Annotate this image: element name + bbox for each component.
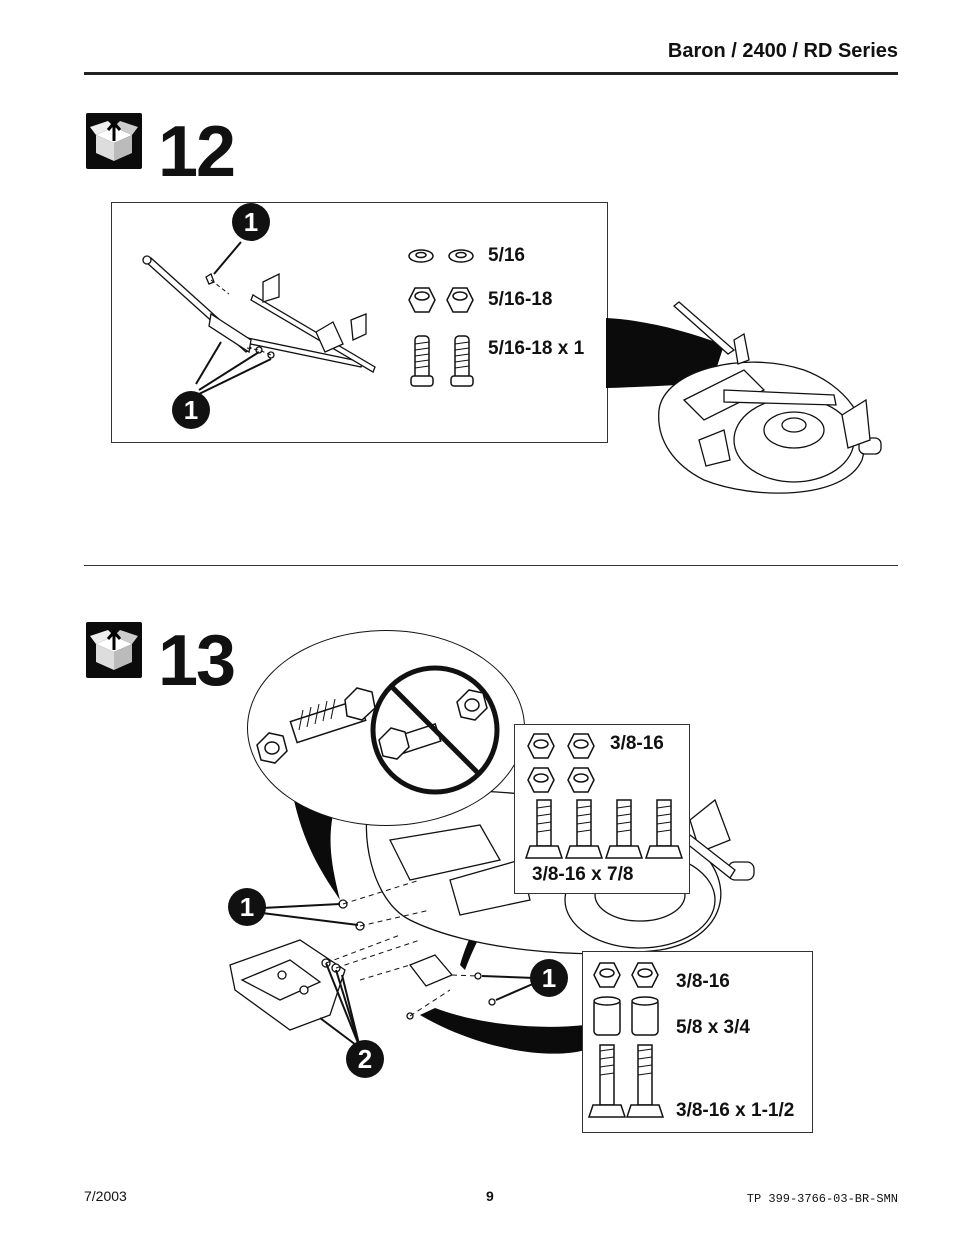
part-label-spacer: 5/8 x 3/4 [676,1017,750,1038]
callout-1: 1 [232,203,270,241]
mower-deck-overview-drawing [606,301,882,494]
part-label-nut: 5/16-18 [488,289,553,310]
part-label-nut: 3/8-16 [610,733,664,754]
step-number-12: 12 [158,112,236,192]
parts-box-icon [86,113,142,169]
step-12-hardware-icons [408,249,474,387]
page-number: 9 [486,1188,494,1204]
open-box-icon [90,120,138,161]
parts-box-a-hardware-icons [524,733,684,859]
parts-box-b-hardware-icons [587,962,665,1118]
correct-vs-incorrect-bolt-detail [256,665,500,795]
parts-box-icon [86,622,142,678]
step-number-13: 13 [158,621,236,701]
part-label-bolt: 5/16-18 x 1 [488,338,585,359]
document-title: Baron / 2400 / RD Series [667,40,898,62]
callout-1: 1 [530,959,568,997]
header-rule [84,72,898,75]
part-label-nut: 3/8-16 [676,971,730,992]
footer-date: 7/2003 [84,1188,127,1204]
part-label-bolt: 3/8-16 x 1-1/2 [676,1100,795,1121]
document-code: TP 399-3766-03-BR-SMN [746,1192,898,1206]
section-divider [84,565,898,566]
callout-2: 2 [346,1040,384,1078]
callout-1: 1 [172,391,210,429]
part-label-washer: 5/16 [488,245,525,266]
step-13-parts-box-b [582,951,813,1133]
open-box-icon [90,629,138,670]
callout-1: 1 [228,888,266,926]
part-label-bolt: 3/8-16 x 7/8 [532,864,634,885]
step-12-linkage-drawing [142,241,376,395]
